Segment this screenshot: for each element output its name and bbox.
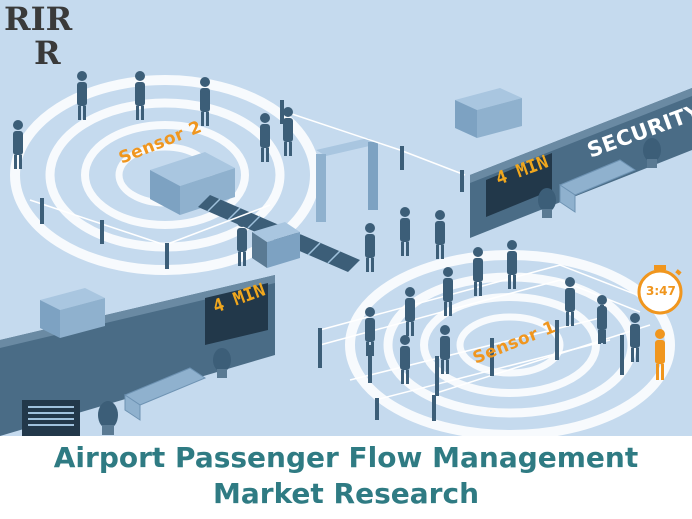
terminal-wall [0, 275, 275, 436]
wait-time-display-2 [205, 283, 268, 345]
bench-lower-left [123, 367, 207, 421]
queue-posts [40, 100, 624, 421]
stopwatch-time: 3:47 [646, 284, 676, 298]
logo-mark-bottom: R [34, 34, 61, 72]
page-title-line-2: Market Research [213, 477, 479, 510]
stopwatch-icon [637, 265, 683, 315]
bench-upper-right [558, 159, 637, 213]
logo-mark: RIR [4, 0, 73, 38]
operator-desk [252, 222, 300, 268]
airport-scene-illustration [0, 0, 692, 436]
crate-top [455, 88, 522, 138]
highlighted-passenger [655, 329, 665, 380]
body-scanner-gate [316, 138, 378, 222]
title-block: Airport Passenger Flow Management Market… [0, 436, 692, 519]
plant-mid [213, 348, 231, 378]
plant-far-right [643, 138, 661, 168]
security-wall [470, 88, 692, 238]
plant-left [98, 401, 118, 435]
crate-left [40, 288, 105, 338]
page-title-line-1: Airport Passenger Flow Management [53, 441, 639, 474]
passenger-silhouettes [13, 71, 640, 384]
xray-scanner [150, 152, 235, 215]
wait-time-display-1 [486, 153, 552, 217]
plant-right [538, 188, 556, 218]
